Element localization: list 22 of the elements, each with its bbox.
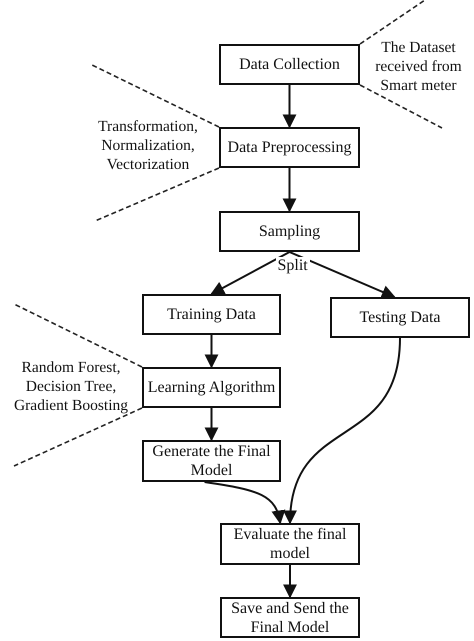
process-box: Sampling bbox=[219, 211, 360, 252]
process-box: Data Preprocessing bbox=[219, 127, 360, 168]
arrow bbox=[204, 335, 218, 368]
process-box: Learning Algorithm bbox=[142, 367, 281, 408]
arrow bbox=[284, 338, 401, 524]
arrow bbox=[282, 168, 296, 212]
process-box: Evaluate the final model bbox=[220, 523, 360, 565]
annotation-text: Random Forest, Decision Tree, Gradient Boosting bbox=[12, 358, 130, 415]
arrow bbox=[210, 251, 290, 295]
process-box: Testing Data bbox=[330, 297, 470, 338]
arrow bbox=[282, 85, 296, 128]
process-box: Save and Send the Final Model bbox=[220, 597, 360, 638]
arrow bbox=[289, 251, 396, 298]
process-box: Training Data bbox=[142, 294, 281, 335]
annotation-text: The Dataset received from Smart meter bbox=[374, 38, 463, 95]
arrow bbox=[283, 565, 297, 598]
edge-label: Split bbox=[276, 257, 310, 275]
process-box: Data Collection bbox=[219, 44, 360, 85]
arrow bbox=[204, 481, 285, 524]
process-box: Generate the Final Model bbox=[142, 440, 281, 482]
arrow bbox=[204, 408, 218, 442]
annotation-text: Transformation, Normalization, Vectorization bbox=[97, 117, 199, 174]
